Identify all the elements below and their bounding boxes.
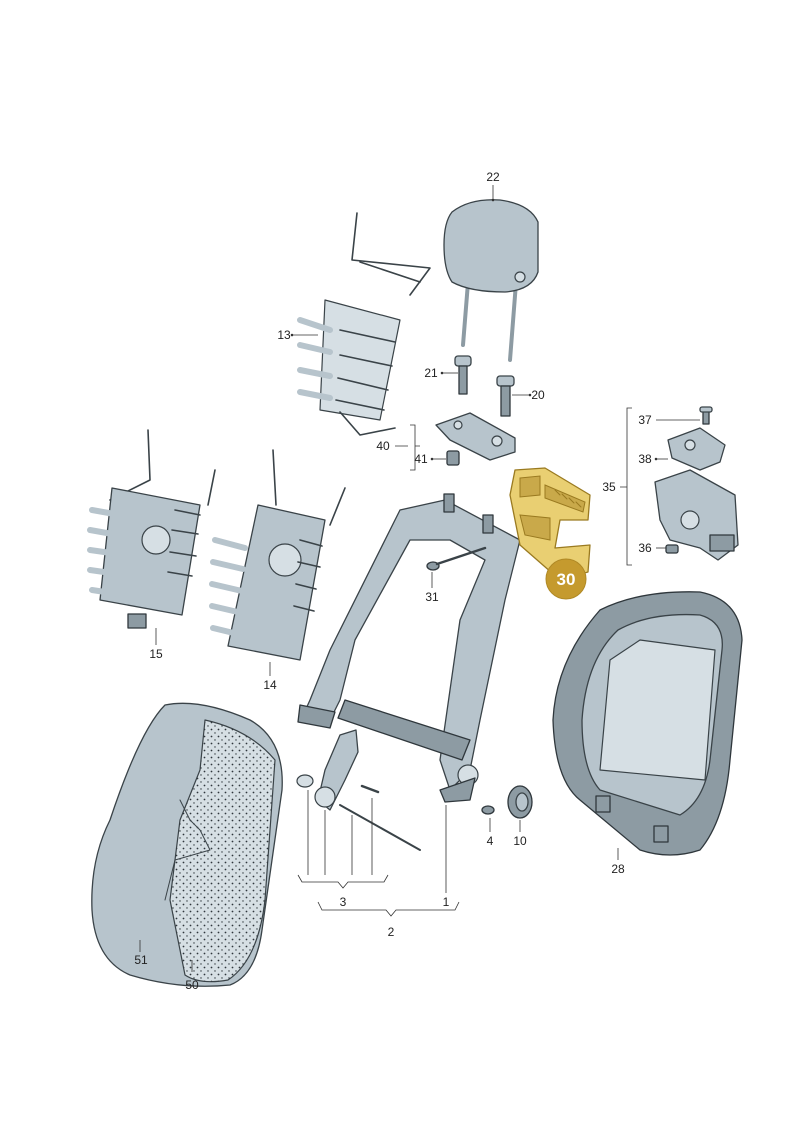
headrest-guide-right[interactable]: [496, 375, 515, 417]
screw-37[interactable]: [699, 406, 713, 425]
label-40: 40: [376, 439, 390, 453]
label-2: 2: [388, 925, 395, 939]
label-38: 38: [638, 452, 652, 466]
label-28: 28: [611, 862, 625, 876]
label-1: 1: [443, 895, 450, 909]
lumbar-support-15[interactable]: [87, 429, 216, 629]
backrest-rear-panel[interactable]: [552, 591, 743, 856]
label-31: 31: [425, 590, 439, 604]
badge-30[interactable]: 30: [545, 558, 587, 600]
label-3: 3: [340, 895, 347, 909]
label-36: 36: [638, 541, 652, 555]
backrest-frame[interactable]: [297, 493, 521, 803]
label-41: 41: [414, 452, 428, 466]
headrest-bracket[interactable]: [435, 412, 516, 466]
label-4: 4: [487, 834, 494, 848]
lumbar-support-14[interactable]: [209, 449, 346, 661]
bolt-31[interactable]: [426, 546, 487, 571]
backrest-upper-mat[interactable]: [297, 212, 431, 436]
svg-text:30: 30: [557, 570, 576, 589]
label-22: 22: [486, 170, 500, 184]
recliner-housing[interactable]: [654, 469, 739, 561]
bolt-4[interactable]: [481, 805, 495, 815]
label-21: 21: [424, 366, 438, 380]
label-14: 14: [263, 678, 277, 692]
label-35: 35: [602, 480, 616, 494]
leader-lines: [139, 185, 700, 972]
label-10: 10: [513, 834, 527, 848]
screw-36[interactable]: [665, 544, 679, 554]
headrest[interactable]: [443, 199, 539, 362]
headrest-guide-left[interactable]: [454, 355, 472, 395]
label-51: 51: [134, 953, 148, 967]
label-37: 37: [638, 413, 652, 427]
recliner-cover-38[interactable]: [667, 427, 726, 471]
label-20: 20: [531, 388, 545, 402]
recliner-parts-3[interactable]: [296, 729, 421, 851]
highlighted-part-30[interactable]: [509, 467, 591, 581]
backrest-cover[interactable]: [91, 702, 283, 987]
label-50: 50: [185, 978, 199, 992]
label-13: 13: [277, 328, 291, 342]
knob-10[interactable]: [507, 785, 533, 819]
label-15: 15: [149, 647, 163, 661]
callout-labels: 22 13 21 20 40 41 31 15 14 37 38 35 36 2…: [134, 170, 652, 992]
